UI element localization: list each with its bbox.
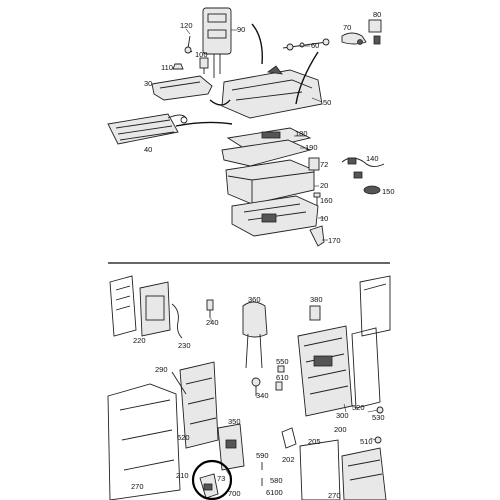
part-side-panel-30 — [151, 75, 213, 101]
seat-cushion-assembly — [107, 7, 385, 247]
callout-160: 160 — [320, 196, 333, 205]
callout-180: 180 — [295, 129, 308, 138]
part-button-380 — [309, 305, 321, 321]
callout-230: 230 — [178, 341, 191, 350]
callout-270: 270 — [131, 482, 144, 491]
callout-340: 340 — [256, 391, 269, 400]
part-panel-205 — [299, 439, 341, 500]
part-back-panel-frame — [359, 275, 391, 337]
part-panel-230 — [139, 281, 171, 337]
part-seat-frame-10 — [231, 195, 319, 237]
part-bracket-70 — [341, 32, 367, 45]
callout-90: 90 — [237, 25, 245, 34]
part-back-cover-520 — [351, 327, 381, 409]
part-mechanism-right — [341, 447, 387, 500]
highlight-circle — [191, 459, 233, 500]
callout-290: 290 — [155, 365, 168, 374]
assembly-arrow — [295, 51, 319, 105]
part-headrest-360 — [242, 301, 268, 369]
callout-190: 190 — [305, 143, 318, 152]
callout-70: 70 — [343, 23, 351, 32]
part-connector-80 — [368, 19, 382, 45]
callout-270-right: 270 — [328, 491, 341, 500]
callout-110: 110 — [161, 63, 173, 72]
callout-380: 380 — [310, 295, 323, 304]
bottom-callouts: 360 380 240 220 230 550 290 340 610 520 … — [131, 295, 385, 500]
part-side-cover-220 — [109, 275, 137, 337]
callout-350: 350 — [228, 417, 241, 426]
part-switch-73 — [199, 473, 219, 499]
part-bracket-202 — [281, 427, 297, 449]
part-backrest-cushion-270 — [107, 383, 181, 500]
part-cable-120 — [184, 28, 193, 54]
part-cushion-20 — [225, 159, 315, 205]
part-bolt-160 — [313, 192, 321, 206]
part-foam-190 — [221, 139, 312, 167]
callout-150: 150 — [382, 187, 395, 196]
callout-220: 220 — [133, 336, 146, 345]
part-bracket-170 — [309, 225, 325, 247]
part-screw-610 — [275, 381, 283, 391]
callout-700: 700 — [228, 489, 241, 498]
callout-73: 73 — [217, 474, 225, 483]
callout-202: 202 — [282, 455, 295, 464]
callout-50: 50 — [323, 98, 331, 107]
callout-20: 20 — [320, 181, 328, 190]
part-cap-150 — [363, 185, 381, 195]
part-clip-110 — [172, 63, 184, 70]
part-rod-60 — [282, 38, 330, 51]
callout-240: 240 — [206, 318, 219, 327]
callout-210: 210 — [176, 471, 189, 480]
callout-620: 620 — [177, 433, 190, 442]
callout-610: 610 — [276, 373, 289, 382]
part-screw-100 — [199, 57, 209, 74]
assembly-arrow — [209, 99, 231, 106]
part-screw-550 — [277, 365, 285, 373]
top-callouts: 120 90 80 70 60 100 110 30 50 40 180 190… — [144, 10, 395, 245]
callout-360: 360 — [248, 295, 261, 304]
callout-590: 590 — [256, 451, 269, 460]
backrest-assembly — [107, 275, 391, 500]
callout-205: 205 — [308, 437, 321, 446]
part-switch-72 — [308, 157, 320, 171]
part-heater-mat-40 — [107, 113, 188, 145]
callout-580: 580 — [270, 476, 283, 485]
part-cable-230 — [171, 303, 183, 339]
callout-30: 30 — [144, 79, 152, 88]
callout-510: 510 — [360, 437, 373, 446]
part-bolt-340 — [251, 377, 261, 396]
callout-170: 170 — [328, 236, 341, 245]
part-bracket-350 — [217, 423, 245, 471]
callout-80: 80 — [373, 10, 381, 19]
part-harness-140 — [341, 157, 385, 179]
callout-300: 300 — [336, 411, 349, 420]
part-seat-cover-50 — [221, 65, 323, 119]
part-backrest-cover-620 — [179, 361, 219, 449]
callout-100: 100 — [195, 50, 208, 59]
callout-140: 140 — [366, 154, 379, 163]
callout-520: 520 — [352, 403, 365, 412]
callout-60: 60 — [311, 41, 319, 50]
callout-550: 550 — [276, 357, 289, 366]
part-rod-290 — [171, 371, 187, 395]
assembly-arrow — [175, 121, 233, 127]
callout-72: 72 — [320, 160, 328, 169]
callout-120: 120 — [180, 21, 193, 30]
part-clip-240 — [206, 299, 214, 318]
part-bracket-90 — [202, 7, 237, 78]
callout-6100: 6100 — [266, 488, 283, 497]
part-backrest-frame-200 — [297, 325, 353, 417]
callout-40: 40 — [144, 145, 152, 154]
callout-530: 530 — [372, 413, 385, 422]
assembly-arrow — [251, 23, 263, 65]
callout-200: 200 — [334, 425, 347, 434]
part-fastener-510 — [374, 436, 382, 444]
callout-10: 10 — [320, 214, 328, 223]
